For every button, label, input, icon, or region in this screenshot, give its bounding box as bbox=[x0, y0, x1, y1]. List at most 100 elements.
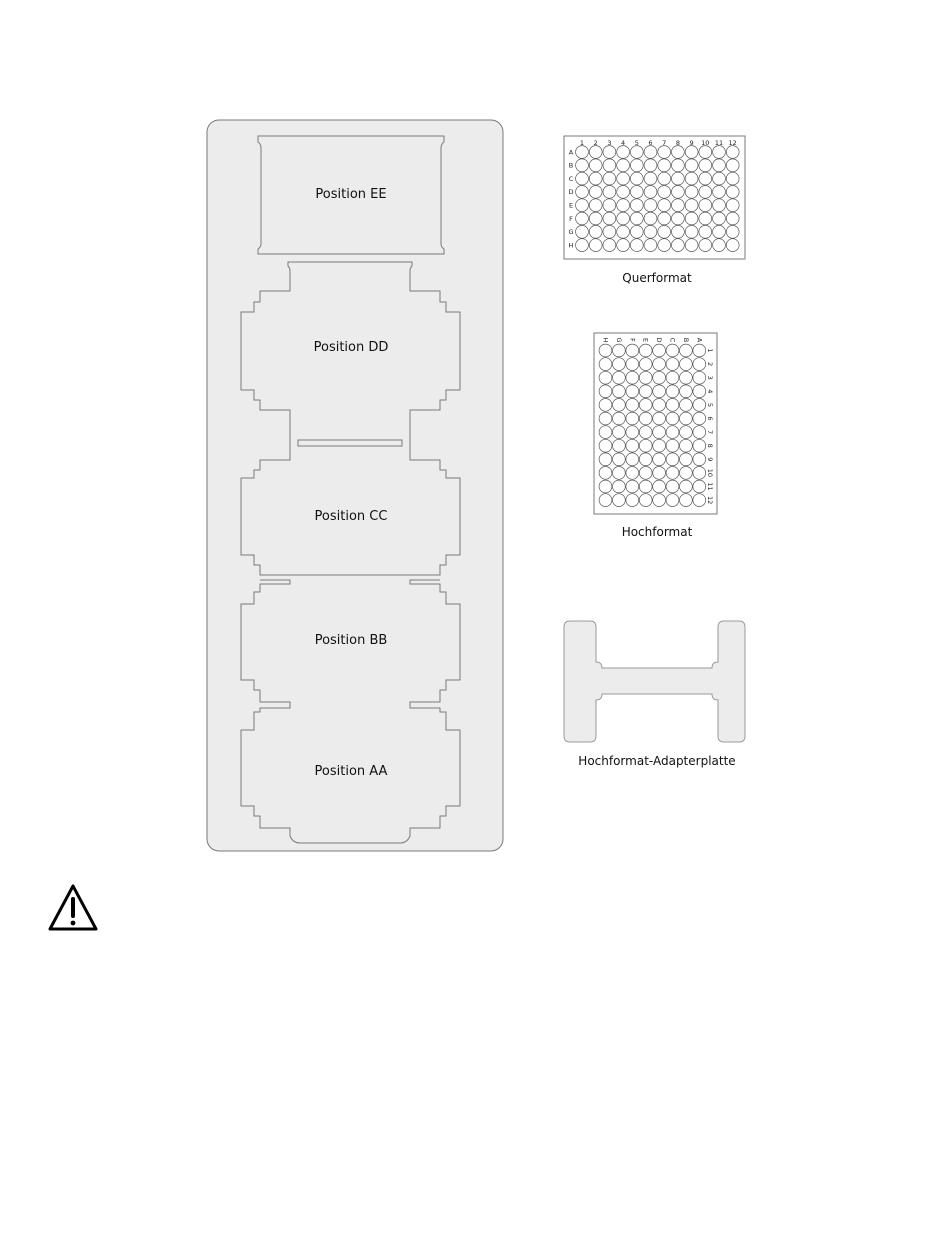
plate-portrait-well bbox=[693, 467, 706, 480]
adapter-plate bbox=[564, 621, 745, 742]
plate-portrait-well bbox=[599, 385, 612, 398]
plate-portrait-row-label: 9 bbox=[706, 457, 714, 461]
plate-landscape-well bbox=[617, 199, 630, 212]
plate-portrait-well bbox=[680, 439, 693, 452]
plate-landscape-well bbox=[658, 239, 671, 252]
plate-landscape-well bbox=[576, 159, 589, 172]
plate-landscape-well bbox=[603, 199, 616, 212]
plate-portrait-well bbox=[639, 344, 652, 357]
plate-landscape-well bbox=[699, 186, 712, 199]
plate-landscape-well bbox=[644, 239, 657, 252]
plate-portrait-well bbox=[653, 344, 666, 357]
plate-portrait-well bbox=[680, 344, 693, 357]
plate-landscape-well bbox=[726, 239, 739, 252]
plate-portrait-well bbox=[599, 371, 612, 384]
plate-landscape-well bbox=[603, 159, 616, 172]
plate-landscape-well bbox=[630, 172, 643, 185]
plate-landscape-well bbox=[589, 199, 602, 212]
warning-triangle-icon bbox=[50, 886, 96, 929]
plate-landscape-well bbox=[576, 212, 589, 225]
plate-portrait-well bbox=[680, 371, 693, 384]
plate-landscape-well bbox=[713, 239, 726, 252]
plate-landscape-well bbox=[603, 172, 616, 185]
plate-portrait-column-label: B bbox=[682, 338, 690, 342]
plate-portrait-well bbox=[693, 371, 706, 384]
plate-landscape-well bbox=[699, 146, 712, 159]
plate-portrait-well bbox=[613, 439, 626, 452]
plate-portrait-well bbox=[693, 385, 706, 398]
plate-portrait-well bbox=[680, 399, 693, 412]
plate-landscape-well bbox=[713, 186, 726, 199]
plate-landscape-well bbox=[713, 172, 726, 185]
plate-portrait-well bbox=[666, 399, 679, 412]
plate-portrait-well bbox=[653, 480, 666, 493]
caption-portrait: Hochformat bbox=[622, 525, 693, 539]
plate-portrait-well bbox=[639, 494, 652, 507]
plate-portrait-well bbox=[666, 439, 679, 452]
plate-landscape-well bbox=[644, 199, 657, 212]
plate-portrait-well bbox=[693, 453, 706, 466]
plate-landscape-well bbox=[644, 172, 657, 185]
plate-landscape-well bbox=[644, 159, 657, 172]
plate-portrait-well bbox=[666, 344, 679, 357]
plate-landscape-well bbox=[685, 225, 698, 238]
plate-landscape-row-label: H bbox=[569, 241, 574, 249]
plate-landscape-well bbox=[726, 199, 739, 212]
plate-portrait-well bbox=[639, 399, 652, 412]
plate-landscape-well bbox=[589, 146, 602, 159]
plate-portrait-well bbox=[613, 426, 626, 439]
plate-landscape-well bbox=[685, 199, 698, 212]
plate-portrait-well bbox=[653, 371, 666, 384]
position-cc-label: Position CC bbox=[315, 509, 388, 524]
plate-portrait-well bbox=[680, 467, 693, 480]
plate-landscape-well bbox=[644, 225, 657, 238]
plate-portrait-well bbox=[680, 385, 693, 398]
plate-portrait-well bbox=[599, 344, 612, 357]
plate-landscape-well bbox=[589, 159, 602, 172]
plate-portrait-well bbox=[653, 453, 666, 466]
plate-portrait-well bbox=[639, 371, 652, 384]
plate-landscape-well bbox=[658, 146, 671, 159]
plate-portrait-column-label: D bbox=[655, 337, 663, 342]
plate-portrait-row-label: 12 bbox=[706, 496, 714, 504]
plate-portrait-well bbox=[613, 344, 626, 357]
plate-landscape-well bbox=[630, 225, 643, 238]
plate-portrait-well bbox=[666, 494, 679, 507]
position-aa-label: Position AA bbox=[315, 764, 388, 779]
plate-landscape-well bbox=[672, 212, 685, 225]
plate-landscape-well bbox=[685, 239, 698, 252]
plate-landscape-well bbox=[630, 159, 643, 172]
plate-portrait-well bbox=[626, 494, 639, 507]
plate-portrait-well bbox=[680, 480, 693, 493]
plate-portrait-well bbox=[639, 426, 652, 439]
plate-portrait-row-label: 10 bbox=[706, 469, 714, 477]
plate-portrait-row-label: 7 bbox=[706, 430, 714, 434]
plate-portrait-well bbox=[653, 494, 666, 507]
plate-portrait-well bbox=[666, 467, 679, 480]
plate-landscape-well bbox=[699, 212, 712, 225]
plate-portrait-well bbox=[666, 385, 679, 398]
plate-portrait-well bbox=[693, 439, 706, 452]
plate-landscape-well bbox=[685, 186, 698, 199]
plate-portrait-well bbox=[639, 385, 652, 398]
plate-portrait-well bbox=[639, 480, 652, 493]
plate-landscape-well bbox=[617, 239, 630, 252]
plate-landscape-well bbox=[589, 225, 602, 238]
plate-portrait-well bbox=[613, 371, 626, 384]
plate-landscape-row-label: B bbox=[569, 162, 573, 170]
plate-landscape-well bbox=[617, 172, 630, 185]
plate-landscape-well bbox=[658, 199, 671, 212]
plate-landscape-well bbox=[644, 212, 657, 225]
plate-landscape-well bbox=[603, 239, 616, 252]
position-dd-label: Position DD bbox=[314, 340, 389, 355]
plate-portrait-well bbox=[613, 453, 626, 466]
plate-landscape-well bbox=[630, 239, 643, 252]
plate-landscape-well bbox=[589, 212, 602, 225]
plate-landscape-well bbox=[672, 159, 685, 172]
plate-portrait-well bbox=[693, 412, 706, 425]
plate-portrait-well bbox=[613, 399, 626, 412]
plate-landscape-well bbox=[630, 146, 643, 159]
plate-portrait-well bbox=[680, 358, 693, 371]
plate-landscape-well bbox=[630, 199, 643, 212]
plate-portrait-well bbox=[626, 399, 639, 412]
